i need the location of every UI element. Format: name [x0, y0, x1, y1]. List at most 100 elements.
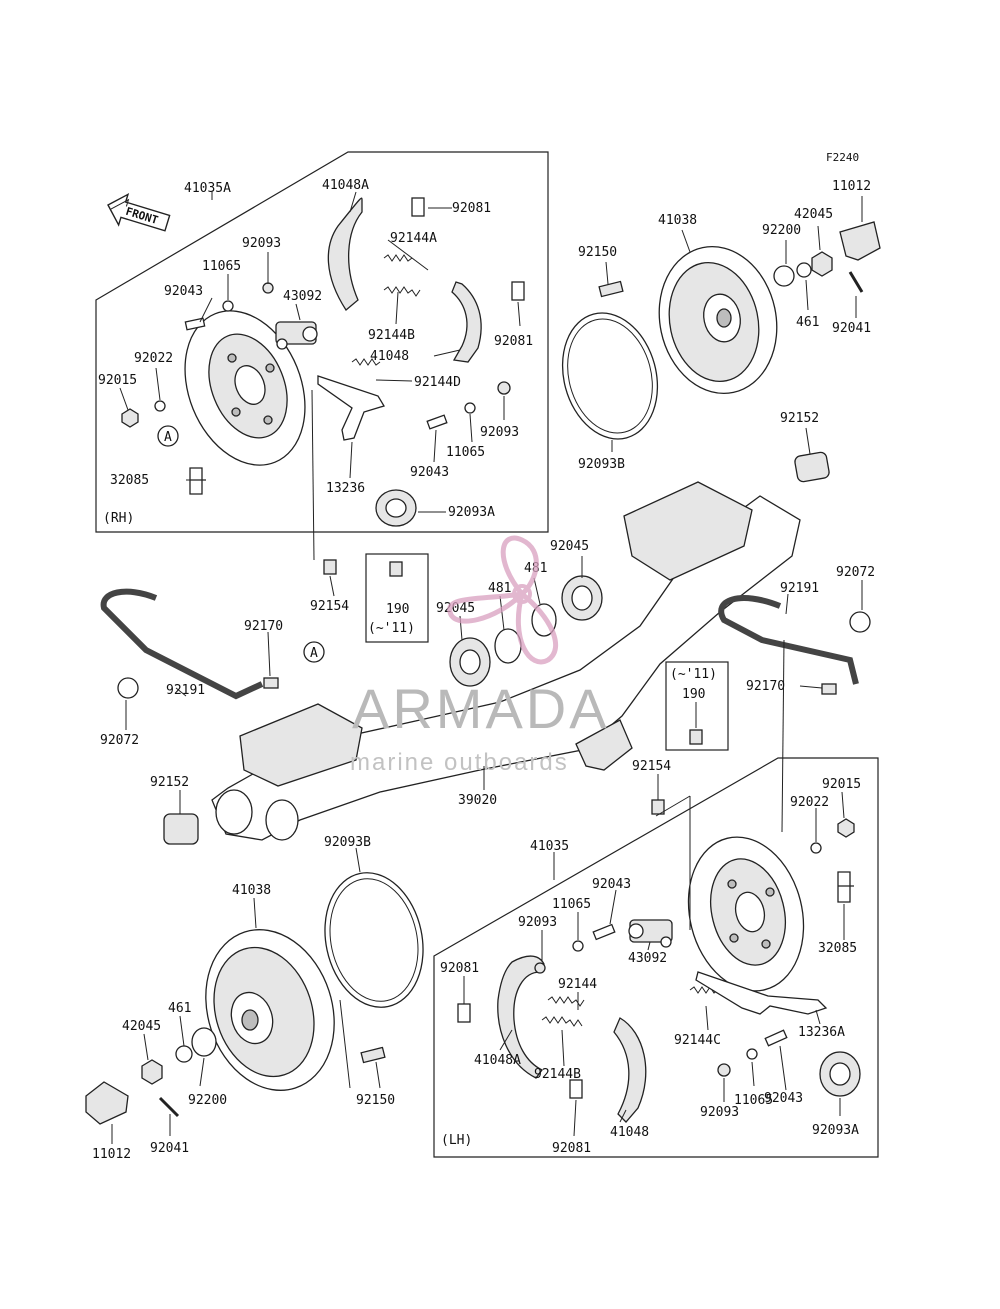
label-92093-rh-a: 92093: [242, 236, 281, 251]
rh-spring-92144a: [383, 254, 413, 262]
clamp-92170-left: [263, 677, 279, 689]
lh-shoe-clip-a: [457, 1003, 471, 1023]
label-92144D: 92144D: [414, 375, 461, 390]
label-92093-rh-b: 92093: [480, 425, 519, 440]
label-41035: 41035: [530, 839, 569, 854]
label-92022-lh: 92022: [790, 795, 829, 810]
label-13236: 13236: [326, 481, 365, 496]
label-32085-lh: 32085: [818, 941, 857, 956]
lh-shoe-clip-b: [569, 1079, 583, 1099]
rh-callout-a-text: A: [164, 430, 172, 445]
label-92144C: 92144C: [674, 1033, 721, 1048]
lh-washer-11065-a: [572, 940, 584, 952]
label-92093B-lh: 92093B: [324, 835, 371, 850]
label-92043-rh-a: 92043: [164, 284, 203, 299]
label-11065-rh-a: 11065: [202, 259, 241, 274]
label-39020: 39020: [458, 793, 497, 808]
label-42045-rh: 42045: [794, 207, 833, 222]
label-92043-rh-b: 92043: [410, 465, 449, 480]
label-11012-rh: 11012: [832, 179, 871, 194]
bolt-92154-top: [323, 559, 337, 575]
leader-lines: [111, 191, 863, 1144]
bolt-190-a: [389, 561, 403, 577]
label-92015-lh: 92015: [822, 777, 861, 792]
lh-spring-92144: [547, 996, 585, 1007]
lh-clip-32085: [837, 871, 854, 903]
label-42045-lh: 42045: [122, 1019, 161, 1034]
label-43092-rh: 43092: [283, 289, 322, 304]
lh-spring-92144c: [689, 986, 719, 994]
label-92200-lh: 92200: [188, 1093, 227, 1108]
rh-nut-92015: [121, 408, 139, 428]
label-92144A: 92144A: [390, 231, 437, 246]
clamp-92170-right: [821, 683, 837, 695]
rh-oil-seal-92093a: [375, 489, 417, 527]
lh-seal-92093-b: [717, 1063, 731, 1077]
label-461-lh: 461: [168, 1001, 191, 1016]
rh-backing-plate: [184, 310, 306, 466]
label-92191-right: 92191: [780, 581, 819, 596]
lh-nut-42045: [141, 1059, 163, 1085]
axle-housing: [211, 481, 801, 841]
lh-brake-lever: [695, 971, 828, 1015]
label-92152-left: 92152: [150, 775, 189, 790]
label-43092-lh: 43092: [628, 951, 667, 966]
lh-washer-92200: [191, 1027, 217, 1057]
rh-drum-gasket-92093b: [561, 312, 659, 440]
rh-assembly-frame: [95, 151, 549, 533]
lh-backing-plate: [687, 836, 805, 992]
label-92144: 92144: [558, 977, 597, 992]
rh-washer-461: [796, 262, 812, 278]
label-92081-lh-b: 92081: [552, 1141, 591, 1156]
rh-shoe-clip-b: [511, 281, 525, 301]
rh-brake-shoe-a: [327, 197, 363, 311]
rh-cotter-92041: [848, 271, 864, 293]
label-92045-a: 92045: [550, 539, 589, 554]
label-92191-left: 92191: [166, 683, 205, 698]
label-92093-lh-a: 92093: [518, 915, 557, 930]
rh-clip-32085: [189, 467, 206, 495]
label-41048-lh: 41048: [610, 1125, 649, 1140]
label-41038-rh: 41038: [658, 213, 697, 228]
label-11-b: (~'11): [670, 667, 717, 682]
label-92154-mid: 92154: [632, 759, 671, 774]
lh-assembly-frame: [433, 757, 879, 1158]
rh-nut-42045: [811, 251, 833, 277]
label-32085-rh: 32085: [110, 473, 149, 488]
label-92200-rh: 92200: [762, 223, 801, 238]
label-92043-lh-b: 92043: [764, 1091, 803, 1106]
axle-callout-a-text: A: [310, 646, 318, 661]
watermark-propeller-icon: [447, 535, 559, 665]
label-92150-rh: 92150: [578, 245, 617, 260]
label-11065-rh-b: 11065: [446, 445, 485, 460]
watermark-tagline: marine outboards: [350, 749, 569, 776]
lh-bolt-92150: [360, 1046, 386, 1064]
label-11065-lh-a: 11065: [552, 897, 591, 912]
lh-cotter-92041: [158, 1096, 180, 1118]
label-92093B-rh: 92093B: [578, 457, 625, 472]
lh-washer-461: [175, 1045, 193, 1063]
diagram-code: F2240: [826, 151, 859, 164]
label-92022-rh: 92022: [134, 351, 173, 366]
lh-washer-11065-b: [746, 1048, 758, 1060]
label-92015-rh: 92015: [98, 373, 137, 388]
lh-oil-seal-92093a: [819, 1051, 861, 1097]
label-11065-lh-b: 11065: [734, 1093, 773, 1108]
label-41048-rh: 41048: [370, 349, 409, 364]
bearing-92045-a: [561, 575, 603, 621]
bearing-92045-b: [449, 637, 491, 687]
rh-wheel-cylinder: [275, 321, 318, 350]
label-41035A: 41035A: [184, 181, 231, 196]
lh-nut-92015: [837, 818, 855, 838]
rh-bushing-92152: [794, 451, 830, 483]
label-92150-lh: 92150: [356, 1093, 395, 1108]
label-92093A-rh: 92093A: [448, 505, 495, 520]
label-92093A-lh: 92093A: [812, 1123, 859, 1138]
watermark: ARMADA marine outboards: [350, 535, 610, 776]
label-92081-rh-b: 92081: [494, 334, 533, 349]
label-92170-right: 92170: [746, 679, 785, 694]
watermark-brand: ARMADA: [352, 677, 610, 740]
lh-washer-92022: [810, 842, 822, 854]
hose-92191-left: [100, 588, 264, 700]
